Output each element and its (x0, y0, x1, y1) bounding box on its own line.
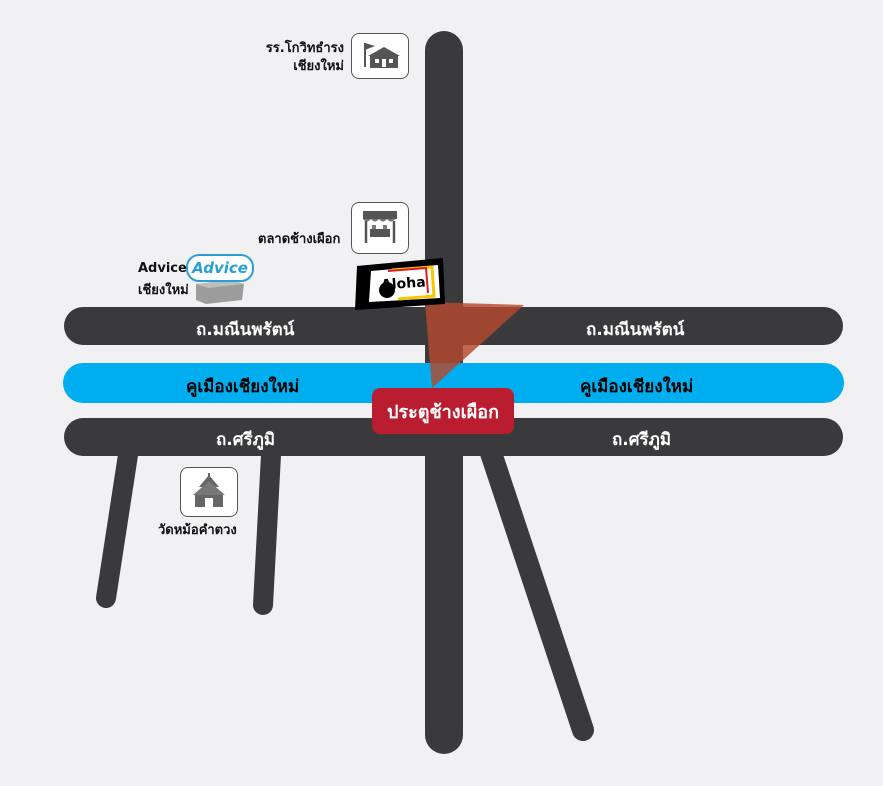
school-label: รร.โกวิทธำรง เชียงใหม่ (262, 40, 344, 76)
advice-building (196, 280, 244, 304)
road-label-sriphum-left: ถ.ศรีภูมิ (216, 430, 276, 450)
market-stall-icon (351, 202, 409, 254)
advice-logo-badge: Advice (186, 254, 254, 282)
school-icon (351, 33, 409, 79)
moat-label-left: คูเมืองเชียงใหม่ (186, 377, 300, 397)
temple-label: วัดหม้อคำตวง (158, 523, 237, 538)
aloha-logo-text: Aloha (380, 274, 427, 294)
school-label-line2: เชียงใหม่ (293, 59, 344, 74)
advice-label: Advice เชียงใหม่ (138, 260, 189, 300)
view-cone (425, 302, 524, 388)
road-label-manee-right: ถ.มณีนพรัตน์ (586, 320, 685, 340)
road-diagonal-left-1 (96, 445, 138, 608)
advice-label-line2: เชียงใหม่ (138, 283, 189, 298)
road-label-manee-left: ถ.มณีนพรัตน์ (196, 320, 295, 340)
road-diagonal-right (479, 439, 594, 741)
advice-label-line1: Advice (138, 261, 187, 276)
school-label-line1: รร.โกวิทธำรง (265, 41, 344, 56)
aloha-sign (355, 258, 445, 310)
market-label: ตลาดช้างเผือก (258, 232, 341, 247)
chang-phueak-gate-marker: ประตูช้างเผือก (372, 388, 514, 434)
road-diagonal-left-2 (253, 445, 281, 615)
moat-label-right: คูเมืองเชียงใหม่ (580, 377, 694, 397)
road-label-sriphum-right: ถ.ศรีภูมิ (612, 430, 672, 450)
temple-icon (180, 467, 238, 517)
